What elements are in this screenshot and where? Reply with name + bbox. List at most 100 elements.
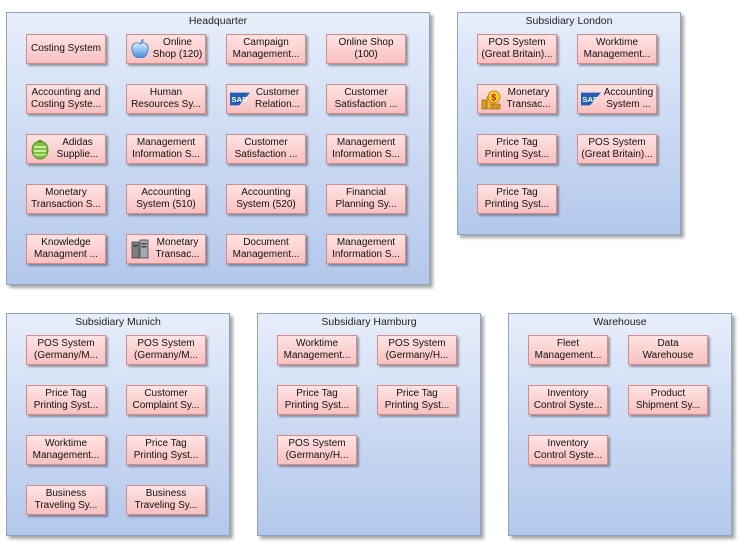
application-node[interactable]: Costing System	[26, 34, 106, 64]
application-node[interactable]: Price Tag Printing Syst...	[126, 435, 206, 465]
application-node[interactable]: Worktime Management...	[277, 335, 357, 365]
application-node[interactable]: Price Tag Printing Syst...	[26, 385, 106, 415]
application-node[interactable]: Online Shop (100)	[326, 34, 406, 64]
application-node[interactable]: POS System (Germany/H...	[377, 335, 457, 365]
application-node[interactable]: Customer Satisfaction ...	[226, 134, 306, 164]
application-node-label: Worktime Management...	[283, 338, 351, 361]
application-node[interactable]: $ Monetary Transac...	[477, 84, 557, 114]
application-node[interactable]: Campaign Management...	[226, 34, 306, 64]
application-node-label: Management Information S...	[132, 137, 200, 160]
application-node[interactable]: Adidas Supplie...	[26, 134, 106, 164]
application-node-label: Business Traveling Sy...	[34, 488, 98, 511]
application-node[interactable]: SAP Accounting System ...	[577, 84, 657, 114]
application-node[interactable]: Accounting and Costing Syste...	[26, 84, 106, 114]
group-title: Subsidiary Munich	[75, 316, 161, 328]
application-node-label: Price Tag Printing Syst...	[484, 187, 550, 210]
server-icon	[130, 238, 150, 260]
group-title: Warehouse	[593, 316, 647, 328]
group-title: Subsidiary Hamburg	[321, 316, 417, 328]
apple-icon	[130, 38, 150, 60]
application-node-label: Campaign Management...	[232, 37, 300, 60]
application-node-label: Adidas Supplie...	[56, 137, 99, 160]
application-node[interactable]: Management Information S...	[326, 234, 406, 264]
application-node-label: POS System (Great Britain)...	[481, 37, 553, 60]
application-node[interactable]: Price Tag Printing Syst...	[477, 134, 557, 164]
application-node-label: Inventory Control Syste...	[533, 388, 603, 411]
application-node[interactable]: POS System (Great Britain)...	[477, 34, 557, 64]
svg-text:SAP: SAP	[582, 95, 598, 104]
application-node-label: Data Warehouse	[642, 338, 694, 361]
adidas-icon	[30, 138, 50, 160]
application-node[interactable]: Customer Satisfaction ...	[326, 84, 406, 114]
application-node-label: Financial Planning Sy...	[335, 187, 397, 210]
application-node[interactable]: Monetary Transac...	[126, 234, 206, 264]
svg-text:SAP: SAP	[231, 95, 247, 104]
application-node[interactable]: POS System (Great Britain)...	[577, 134, 657, 164]
application-node[interactable]: SAP Customer Relation...	[226, 84, 306, 114]
application-node[interactable]: Price Tag Printing Syst...	[277, 385, 357, 415]
application-node-label: Monetary Transac...	[155, 237, 200, 260]
application-node[interactable]: Human Resources Sy...	[126, 84, 206, 114]
application-node-label: POS System (Germany/H...	[285, 438, 349, 461]
application-node-label: POS System (Great Britain)...	[581, 137, 653, 160]
application-node-label: Accounting and Costing Syste...	[30, 87, 102, 110]
application-node[interactable]: Management Information S...	[126, 134, 206, 164]
application-node[interactable]: Inventory Control Syste...	[528, 385, 608, 415]
application-node[interactable]: Inventory Control Syste...	[528, 435, 608, 465]
svg-text:$: $	[491, 93, 496, 103]
application-node-label: Fleet Management...	[534, 338, 602, 361]
application-node-label: Monetary Transaction S...	[31, 187, 101, 210]
sap-icon: SAP	[230, 88, 250, 110]
application-node[interactable]: Management Information S...	[326, 134, 406, 164]
application-node-label: Worktime Management...	[583, 37, 651, 60]
application-node[interactable]: Accounting System (510)	[126, 184, 206, 214]
group-title: Headquarter	[188, 15, 248, 27]
application-node-label: Customer Relation...	[254, 87, 301, 110]
application-node-label: Management Information S...	[332, 237, 400, 260]
application-node[interactable]: POS System (Germany/M...	[126, 335, 206, 365]
application-node[interactable]: Worktime Management...	[577, 34, 657, 64]
application-node[interactable]: Price Tag Printing Syst...	[377, 385, 457, 415]
application-node[interactable]: Worktime Management...	[26, 435, 106, 465]
application-node-label: Price Tag Printing Syst...	[133, 438, 199, 461]
application-node[interactable]: Product Shipment Sy...	[628, 385, 708, 415]
application-node-label: Costing System	[30, 43, 102, 54]
application-node[interactable]: Financial Planning Sy...	[326, 184, 406, 214]
application-node[interactable]: Online Shop (120)	[126, 34, 206, 64]
application-node[interactable]: Monetary Transaction S...	[26, 184, 106, 214]
application-node-label: Business Traveling Sy...	[134, 488, 198, 511]
application-node[interactable]: Business Traveling Sy...	[26, 485, 106, 515]
application-node-label: Accounting System ...	[603, 87, 654, 110]
application-node[interactable]: Customer Complaint Sy...	[126, 385, 206, 415]
application-node-label: Product Shipment Sy...	[635, 388, 701, 411]
application-node-label: Price Tag Printing Syst...	[484, 137, 550, 160]
sap-icon: SAP	[581, 88, 601, 110]
application-node[interactable]: Data Warehouse	[628, 335, 708, 365]
application-node-label: POS System (Germany/M...	[134, 338, 198, 361]
application-node-label: Customer Satisfaction ...	[234, 137, 298, 160]
application-node-label: Accounting System (510)	[136, 187, 196, 210]
application-node[interactable]: Fleet Management...	[528, 335, 608, 365]
group-title: Subsidiary London	[525, 15, 613, 27]
application-node-label: POS System (Germany/M...	[34, 338, 98, 361]
application-node-label: Price Tag Printing Syst...	[33, 388, 99, 411]
application-node-label: Worktime Management...	[32, 438, 100, 461]
application-node[interactable]: Document Management...	[226, 234, 306, 264]
application-node-label: Management Information S...	[332, 137, 400, 160]
application-node[interactable]: Accounting System (520)	[226, 184, 306, 214]
application-node[interactable]: POS System (Germany/H...	[277, 435, 357, 465]
application-node[interactable]: Price Tag Printing Syst...	[477, 184, 557, 214]
money-icon: $	[481, 88, 501, 110]
application-node-label: Customer Satisfaction ...	[334, 87, 398, 110]
application-node-label: Human Resources Sy...	[131, 87, 201, 110]
application-node[interactable]: Business Traveling Sy...	[126, 485, 206, 515]
application-node-label: Price Tag Printing Syst...	[284, 388, 350, 411]
application-node[interactable]: POS System (Germany/M...	[26, 335, 106, 365]
application-node[interactable]: Knowledge Managment ...	[26, 234, 106, 264]
application-node-label: Monetary Transac...	[506, 87, 551, 110]
